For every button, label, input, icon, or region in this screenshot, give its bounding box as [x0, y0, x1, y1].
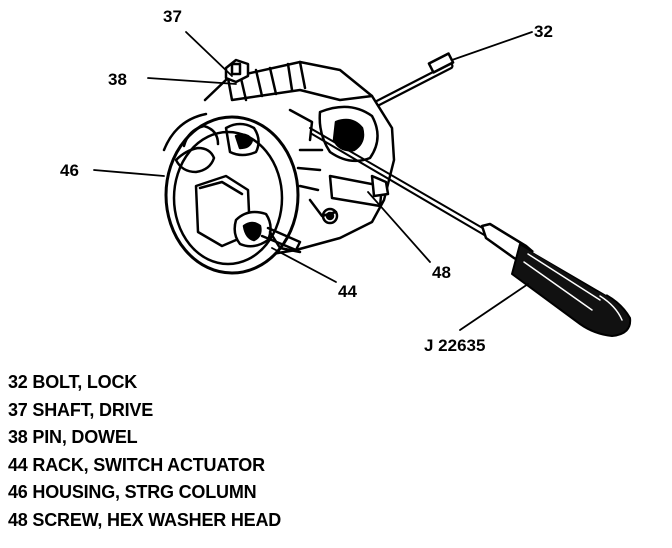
- legend-item: 46 HOUSING, STRG COLUMN: [8, 482, 257, 502]
- callout-48: 48: [432, 263, 451, 282]
- exploded-view-diagram: 37 32 38 46 48 44 J 22635: [60, 7, 632, 355]
- callout-37: 37: [163, 7, 182, 26]
- switch-actuator-rack: [260, 226, 302, 252]
- callout-tool: J 22635: [424, 336, 485, 355]
- screwdriver-tool: [309, 127, 632, 337]
- callout-44: 44: [338, 282, 357, 301]
- legend-item: 37 SHAFT, DRIVE: [8, 399, 154, 420]
- legend-item: 32 BOLT, LOCK: [8, 372, 138, 392]
- lock-bolt: [374, 52, 455, 107]
- callout-38: 38: [108, 70, 127, 89]
- legend-item: 38 PIN, DOWEL: [8, 427, 138, 447]
- callout-46: 46: [60, 161, 79, 180]
- parts-legend: 32 BOLT, LOCK 37 SHAFT, DRIVE 38 PIN, DO…: [8, 369, 281, 534]
- drive-shaft: [224, 58, 250, 84]
- leader-lines: [93, 31, 533, 331]
- legend-item: 44 RACK, SWITCH ACTUATOR: [8, 454, 265, 475]
- legend-item: 48 SCREW, HEX WASHER HEAD: [8, 509, 282, 530]
- housing-ring: [162, 112, 302, 275]
- hex-washer-screw: [370, 174, 390, 198]
- callout-32: 32: [534, 22, 553, 41]
